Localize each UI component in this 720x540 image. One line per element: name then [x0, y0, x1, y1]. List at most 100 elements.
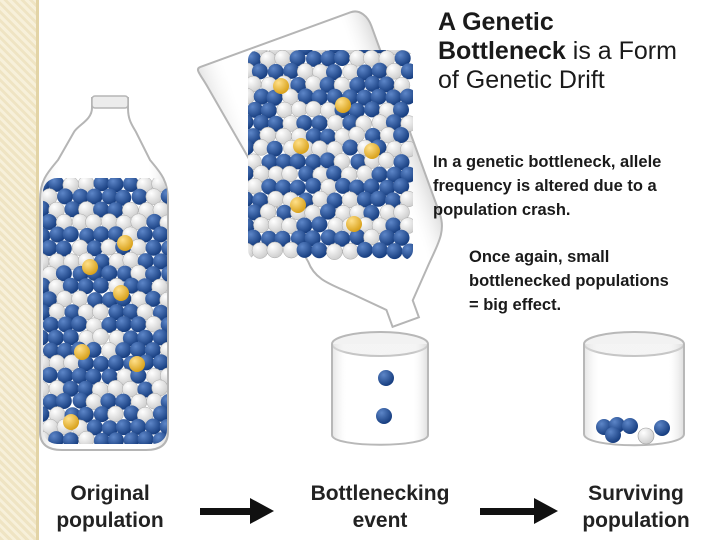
allele-marble: [297, 50, 314, 55]
allele-marble: [152, 432, 167, 444]
allele-marble: [152, 329, 167, 346]
allele-marble: [356, 89, 373, 106]
allele-marble: [160, 316, 167, 333]
allele-marble: [305, 100, 322, 118]
allele-marble: [364, 75, 381, 92]
allele-marble: [122, 178, 139, 192]
allele-marble: [101, 420, 118, 437]
allele-marble: [267, 63, 284, 80]
yellow-allele-marble: [293, 138, 309, 154]
allele-marble: [248, 229, 262, 246]
allele-marble: [305, 177, 322, 194]
allele-marble: [123, 432, 140, 444]
allele-marble: [290, 100, 308, 118]
allele-marble: [86, 419, 103, 436]
allele-marble: [93, 355, 110, 372]
allele-marble: [400, 63, 413, 80]
allele-marble: [55, 265, 72, 282]
allele-marble: [248, 191, 254, 208]
allele-marble: [370, 190, 387, 207]
allele-marble: [116, 265, 133, 282]
allele-marble: [266, 140, 283, 157]
allele-marble: [100, 393, 117, 410]
allele-marble: [123, 405, 140, 422]
allele-marble: [349, 179, 365, 196]
allele-marble: [62, 329, 79, 346]
allele-marble: [393, 229, 410, 246]
allele-marble: [363, 204, 380, 221]
allele-marble: [101, 265, 118, 282]
allele-marble: [145, 266, 162, 283]
allele-marble: [371, 62, 388, 79]
allele-marble: [160, 188, 167, 205]
allele-marble: [48, 178, 65, 192]
allele-marble: [326, 243, 343, 260]
caption-event: Bottlenecking event: [310, 482, 450, 532]
allele-marble: [311, 115, 328, 132]
bottle-original: [39, 95, 169, 451]
allele-marble: [334, 50, 350, 66]
yellow-allele-marble: [335, 97, 351, 113]
allele-marble: [281, 50, 299, 55]
decorative-side-rule: [36, 0, 39, 540]
allele-marble: [326, 64, 342, 81]
allele-marble: [43, 277, 51, 294]
note-text: Once again, small bottlenecked populatio…: [469, 248, 669, 314]
allele-marble: [378, 76, 395, 93]
original-population-alleles: [43, 178, 167, 444]
allele-marble: [290, 77, 307, 93]
allele-marble: [93, 226, 110, 243]
yellow-allele-marble: [129, 356, 145, 372]
yellow-allele-marble: [117, 235, 133, 251]
arrow-right-icon: [480, 498, 558, 524]
allele-marble: [43, 406, 50, 423]
allele-marble: [137, 431, 154, 444]
allele-marble: [385, 89, 402, 106]
falling-allele: [376, 408, 392, 424]
allele-marble: [130, 341, 147, 358]
allele-marble: [259, 203, 277, 221]
allele-marble: [159, 367, 167, 385]
allele-marble: [289, 153, 306, 170]
allele-marble: [92, 303, 109, 321]
allele-marble: [400, 140, 413, 158]
allele-marble: [248, 114, 254, 131]
allele-marble: [115, 419, 132, 436]
allele-marble: [136, 226, 153, 243]
yellow-allele-marble: [113, 285, 129, 301]
allele-marble: [399, 88, 413, 105]
allele-marble: [47, 329, 64, 346]
allele-marble: [289, 179, 306, 196]
allele-marble: [107, 405, 124, 423]
allele-marble: [248, 165, 254, 182]
allele-marble: [399, 190, 413, 208]
title-rest: is a Form of Genetic Drift: [438, 37, 677, 94]
allele-marble: [349, 229, 366, 245]
allele-marble: [43, 393, 59, 410]
allele-marble: [386, 243, 403, 260]
allele-marble: [55, 240, 72, 257]
allele-marble: [131, 188, 148, 205]
allele-marble: [356, 191, 373, 208]
jar-surviving: [583, 331, 685, 447]
allele-marble: [64, 304, 81, 321]
allele-marble: [253, 88, 270, 105]
allele-marble: [43, 316, 59, 333]
allele-marble: [306, 50, 322, 67]
allele-marble: [108, 304, 125, 321]
allele-marble: [266, 89, 283, 106]
allele-marble: [43, 240, 58, 256]
allele-marble: [71, 315, 88, 332]
allele-marble: [327, 114, 344, 132]
surviving-allele: [622, 418, 638, 434]
allele-marble: [43, 214, 57, 230]
allele-marble: [251, 242, 269, 259]
allele-marble: [341, 50, 359, 54]
allele-marble: [137, 278, 153, 295]
allele-marble: [393, 178, 410, 195]
yellow-allele-marble: [346, 216, 362, 232]
tipped-bottle-alleles: [248, 50, 413, 260]
allele-marble: [159, 291, 167, 309]
allele-marble: [333, 153, 351, 170]
